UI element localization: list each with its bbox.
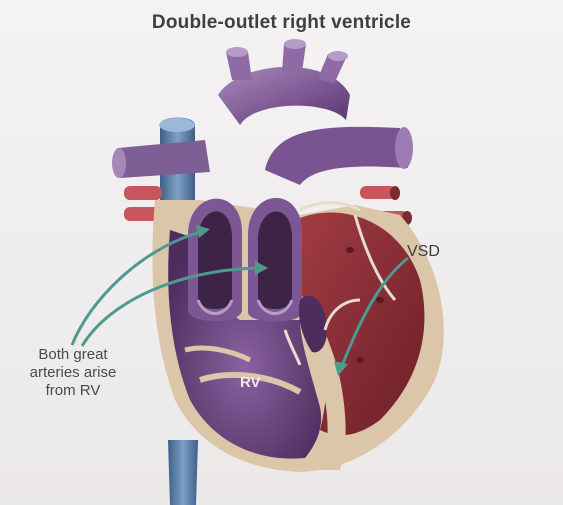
pulmonary-trunk [265, 127, 413, 185]
pulmonary-artery-branch [112, 140, 210, 178]
aortic-arch [218, 39, 350, 125]
vsd-label: VSD [407, 243, 440, 261]
rv-label: RV [240, 374, 261, 392]
arteries-caption: Both great arteries arise from RV [8, 346, 138, 400]
arteries-caption-line3: from RV [8, 382, 138, 400]
arteries-caption-line2: arteries arise [8, 364, 138, 382]
arteries-caption-line1: Both great [8, 346, 138, 364]
